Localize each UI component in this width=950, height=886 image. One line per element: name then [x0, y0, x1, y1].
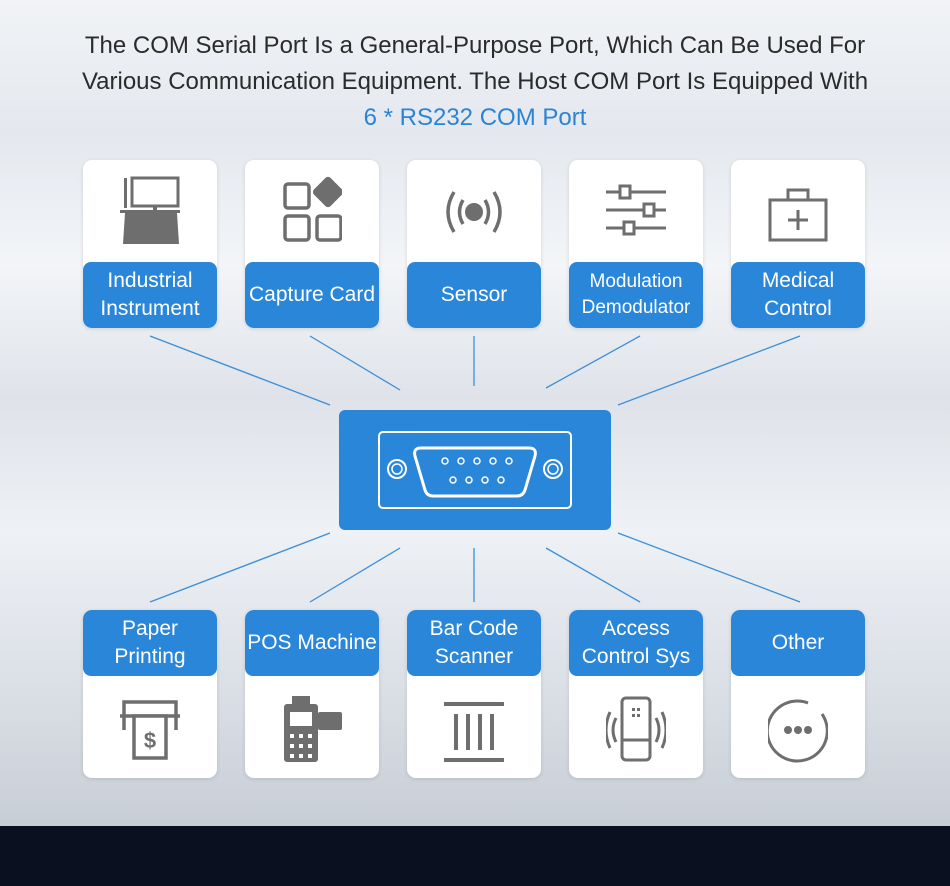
card-label: Sensor — [407, 262, 541, 328]
card-label: Industrial Instrument — [83, 262, 217, 328]
card-label: POS Machine — [245, 610, 379, 676]
more-icon — [768, 699, 828, 763]
capture-card-icon — [283, 176, 342, 242]
industrial-instrument-icon — [120, 176, 180, 244]
card-paper-printing: Paper Printing $ — [83, 610, 217, 778]
card-label: Modulation Demodulator — [569, 262, 703, 328]
heading: The COM Serial Port Is a General-Purpose… — [0, 28, 950, 136]
card-medical-control: Medical Control — [731, 160, 865, 328]
card-capture-card: Capture Card — [245, 160, 379, 328]
access-control-icon — [606, 696, 666, 762]
com-port-hub — [339, 410, 611, 530]
card-label: Capture Card — [245, 262, 379, 328]
card-label: Other — [731, 610, 865, 676]
paper-printing-icon: $ — [120, 700, 180, 760]
db9-connector-icon — [378, 431, 572, 509]
svg-text:$: $ — [144, 728, 156, 753]
card-label: Medical Control — [731, 262, 865, 328]
modulation-icon — [606, 184, 666, 236]
card-label: Paper Printing — [83, 610, 217, 676]
heading-highlight: 6 * RS232 COM Port — [363, 104, 587, 131]
heading-line-1: The COM Serial Port Is a General-Purpose… — [84, 32, 866, 59]
card-access-control-sys: Access Control Sys — [569, 610, 703, 778]
card-other: Other — [731, 610, 865, 778]
footer-bar — [0, 826, 950, 886]
heading-line-2: Various Communication Equipment. The Hos… — [81, 68, 869, 95]
pos-machine-icon — [284, 696, 342, 762]
card-industrial-instrument: Industrial Instrument — [83, 160, 217, 328]
card-label: Bar Code Scanner — [407, 610, 541, 676]
card-bar-code-scanner: Bar Code Scanner — [407, 610, 541, 778]
card-modulation-demodulator: Modulation Demodulator — [569, 160, 703, 328]
sensor-icon — [446, 191, 502, 233]
card-label: Access Control Sys — [569, 610, 703, 676]
medical-kit-icon — [768, 188, 828, 242]
card-sensor: Sensor — [407, 160, 541, 328]
barcode-icon — [444, 702, 504, 762]
card-pos-machine: POS Machine — [245, 610, 379, 778]
